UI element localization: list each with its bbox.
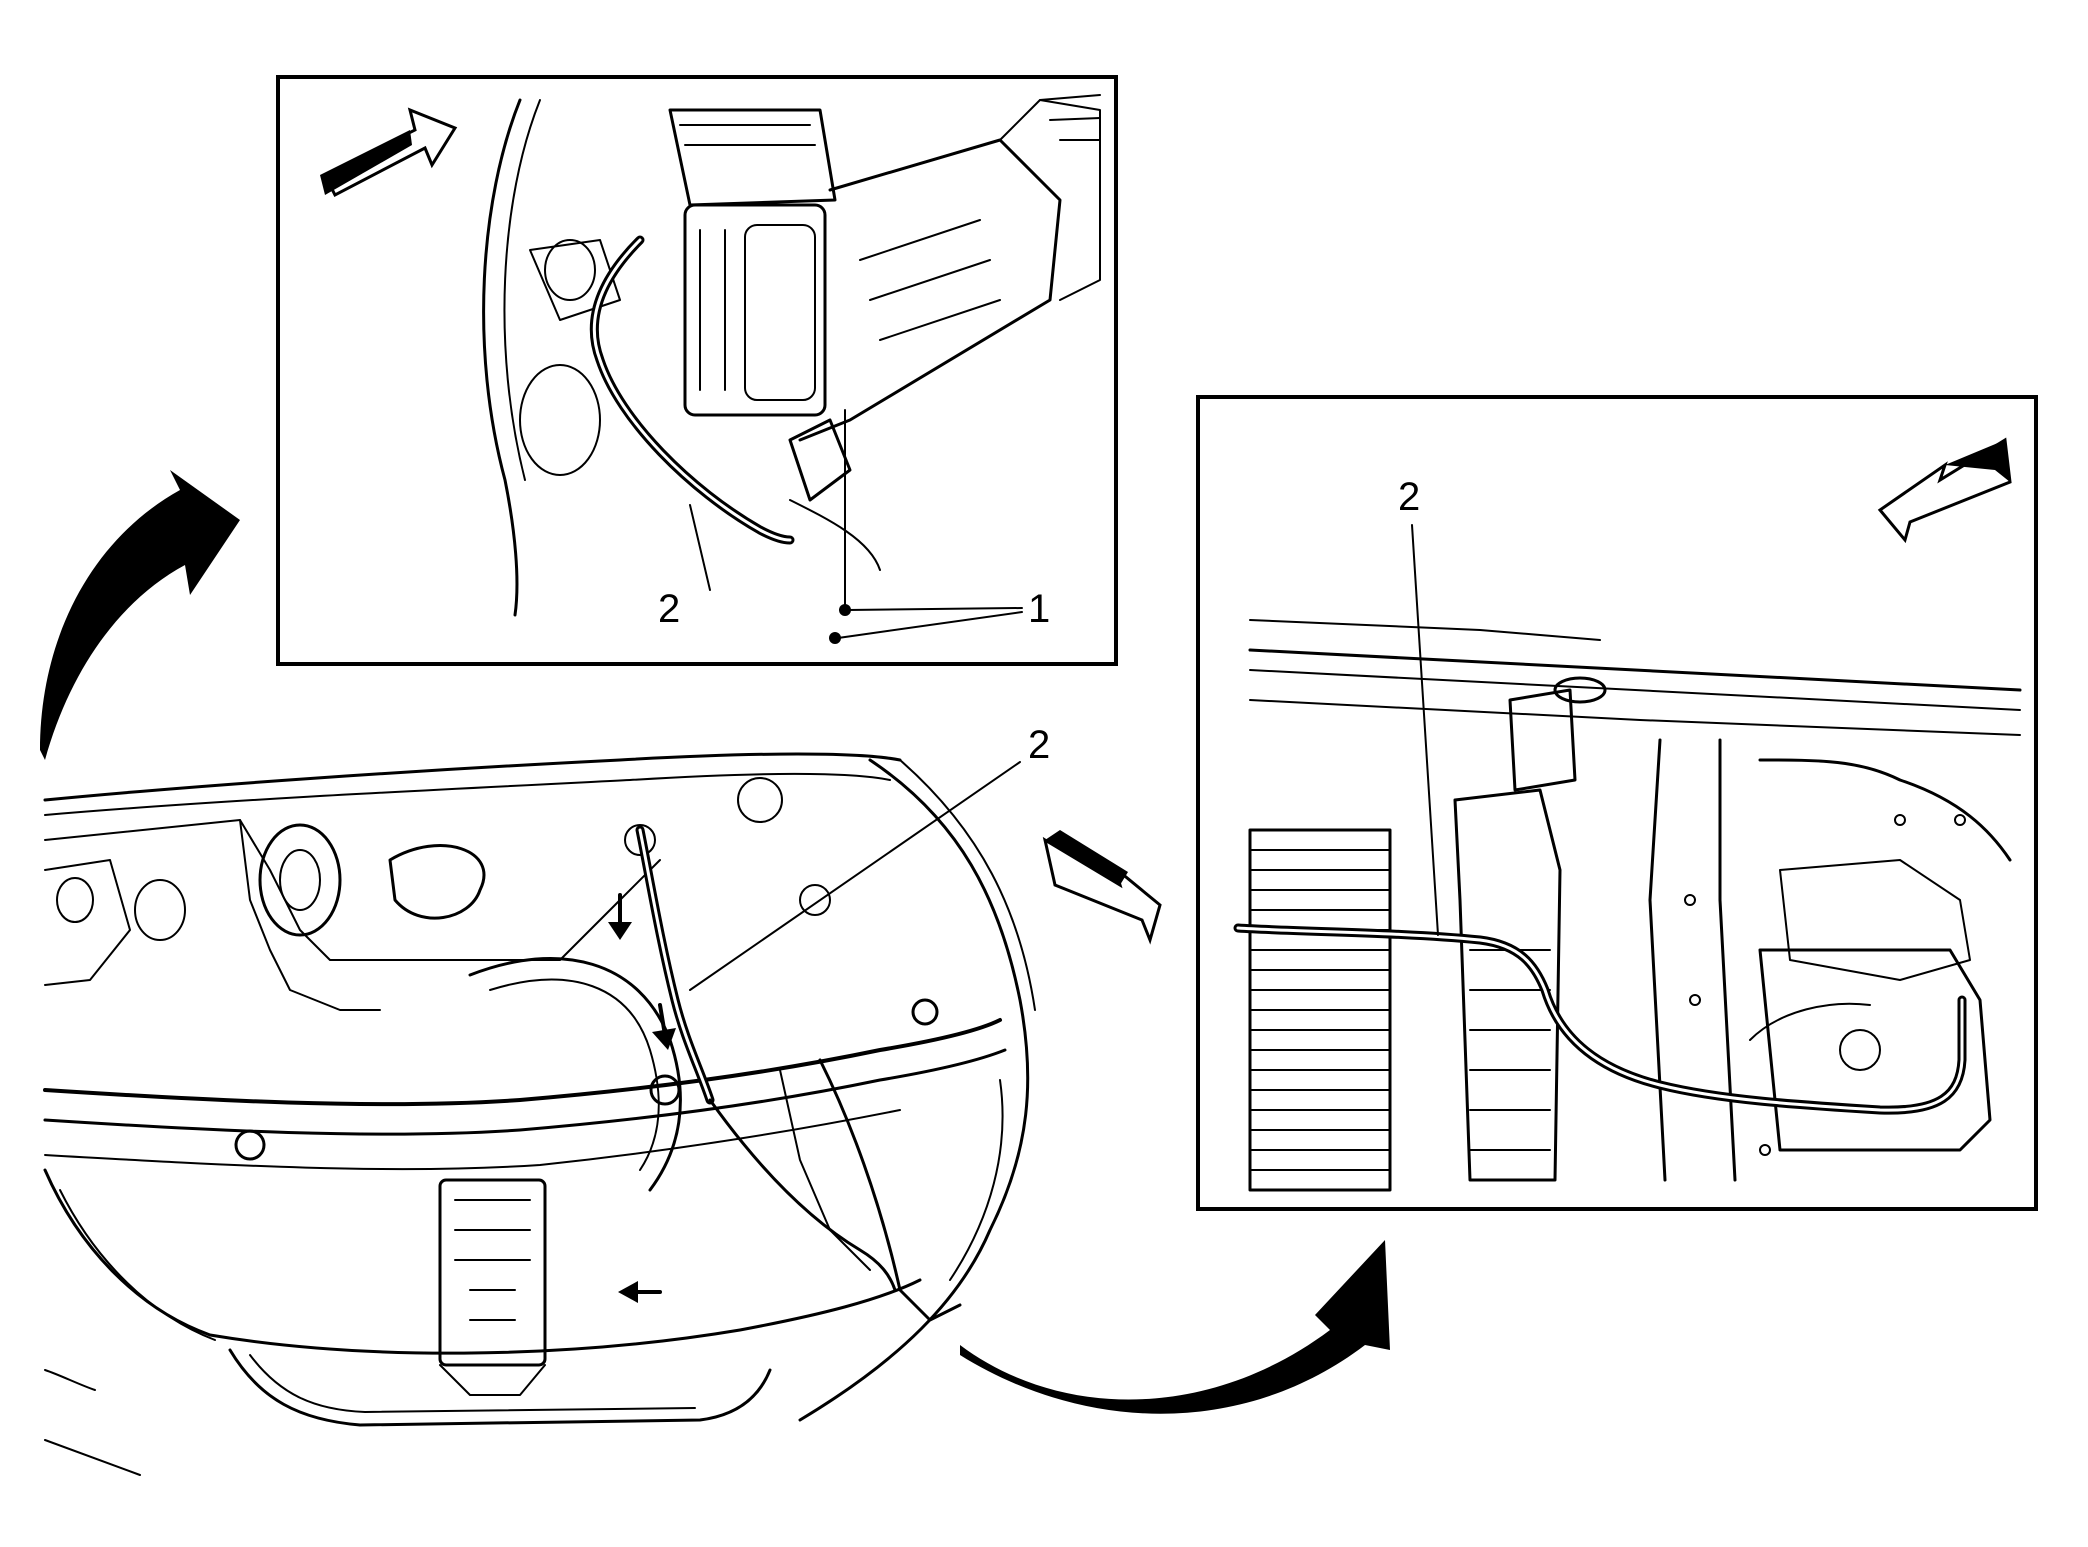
right-inset-view xyxy=(1196,395,2038,1211)
curved-transition-arrow-icon xyxy=(960,1240,1390,1414)
view-direction-arrow-icon xyxy=(1042,830,1162,945)
radiator-core xyxy=(1248,828,1392,1192)
callout-harness-top-inset: 2 xyxy=(658,587,680,631)
curved-transition-arrow-icon xyxy=(40,470,240,760)
view-direction-arrow-icon xyxy=(1877,437,2012,544)
view-direction-arrow-icon xyxy=(320,107,458,198)
routing-arrow-left-icon xyxy=(618,1281,638,1303)
routing-arrow-down-icon xyxy=(652,1028,676,1050)
callout-harness-main-view: 2 xyxy=(1028,723,1050,767)
routing-arrow-down-icon xyxy=(608,922,632,940)
callout-harness-right-inset: 2 xyxy=(1398,475,1420,519)
top-inset-view xyxy=(276,75,1118,666)
callout-ground-bolt: 1 xyxy=(1028,587,1050,631)
main-view-front-end xyxy=(43,752,1036,1476)
